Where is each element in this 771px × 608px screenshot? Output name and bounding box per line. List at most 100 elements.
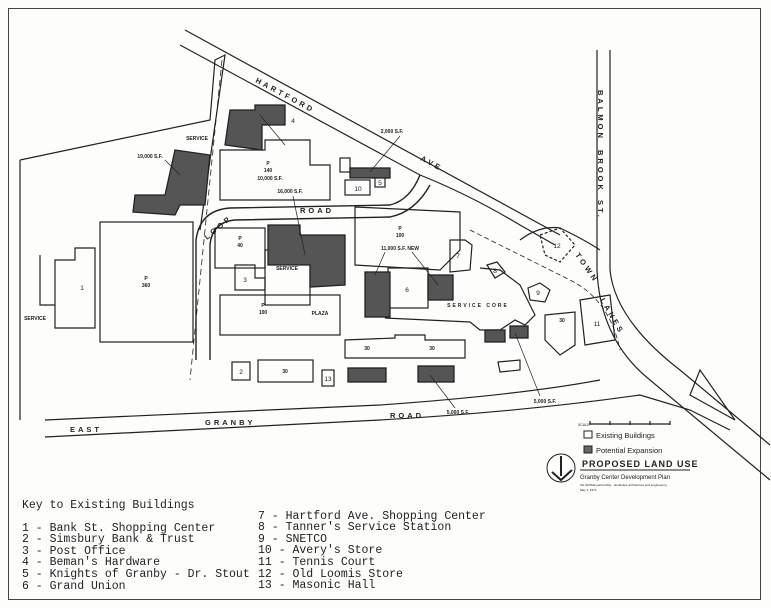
expansion-area: 19,000 S.F. <box>137 154 163 160</box>
building-number: 1 <box>80 285 84 292</box>
building-number: 5 <box>378 180 382 187</box>
expansion-area: 16,000 S.F. <box>277 189 303 195</box>
parking-count: 140 <box>264 168 273 174</box>
key-item: 2 - Simsbury Bank & Trust <box>22 533 195 547</box>
building-number: 4 <box>291 118 295 125</box>
lot-30: 30 <box>559 318 565 324</box>
key-item: 6 - Grand Union <box>22 579 126 593</box>
scale-bar <box>589 421 671 425</box>
building-number: 7 <box>456 253 460 260</box>
expansion-11000-a <box>364 271 391 318</box>
building-number: 2 <box>239 369 243 376</box>
area-label-service: SERVICE <box>186 136 209 142</box>
key-title: Key to Existing Buildings <box>22 499 195 512</box>
key-item: 10 - Avery's Store <box>258 544 383 558</box>
key-item: 4 - Beman's Hardware <box>22 556 161 570</box>
parking-lot-100a <box>219 294 341 336</box>
expansion-area: 2,000 S.F. <box>381 129 404 135</box>
street-label-road: ROAD <box>390 411 424 420</box>
legend-date: May 1, 1971 <box>580 488 597 492</box>
expansion-area: 11,000 S.F. NEW <box>381 246 419 252</box>
parking-count: 100 <box>396 233 405 239</box>
street-label-st: ST. <box>596 200 605 220</box>
potential-expansion-swatch <box>583 445 593 454</box>
building-number: 3 <box>243 277 247 284</box>
building-number: 10 <box>354 186 362 193</box>
building-number: 9 <box>536 290 540 297</box>
street-label-granby: GRANBY <box>205 418 256 427</box>
building-9 <box>527 282 551 303</box>
expansion-area: 10,000 S.F. <box>257 176 283 182</box>
parking-count: 40 <box>237 243 243 249</box>
key-item: 11 - Tennis Court <box>258 555 376 569</box>
town-lane <box>469 229 621 351</box>
balmon-brook-st-road <box>596 50 771 481</box>
expansion-hardware <box>224 104 286 151</box>
building-number: 12 <box>553 243 561 250</box>
street-label-lanes: LANES <box>598 297 626 337</box>
parking-lot-40 <box>214 227 266 269</box>
expansion-19000 <box>132 149 211 216</box>
street-label-balmon: BALMON <box>596 90 605 141</box>
legend-potential: Potential Expansion <box>596 446 662 455</box>
building-7 <box>449 239 473 273</box>
legend-existing: Existing Buildings <box>596 431 655 440</box>
key-column-2: 7 - Hartford Ave. Shopping Center 8 - Ta… <box>258 509 486 593</box>
building-12 <box>539 227 576 263</box>
key-item: 13 - Masonic Hall <box>258 579 376 593</box>
key-item: 1 - Bank St. Shopping Center <box>22 521 216 535</box>
building-2 <box>231 361 251 381</box>
hartford-ave-road <box>179 29 561 246</box>
building-number: 11 <box>594 321 601 328</box>
building-number: 6 <box>405 287 409 294</box>
building-13 <box>321 369 335 387</box>
building-3 <box>234 264 266 291</box>
key-item: 7 - Hartford Ave. Shopping Center <box>258 509 486 523</box>
legend-subtitle: Granby Center Development Plan <box>580 475 670 481</box>
street-label-loop: LOOP <box>203 213 234 241</box>
parking-p: P <box>238 236 242 242</box>
lot-30: 30 <box>429 346 435 352</box>
building-number: 13 <box>324 376 332 383</box>
key-item: 5 - Knights of Granby - Dr. Stout <box>22 567 250 581</box>
parking-p: P <box>144 276 148 282</box>
service-core-outline <box>384 267 536 331</box>
building-number: 8 <box>493 268 497 275</box>
parking-lot-360 <box>99 221 194 343</box>
north-arrow-icon <box>546 453 576 483</box>
building-1 <box>54 247 96 329</box>
parking-count: 360 <box>142 283 151 289</box>
street-label-loop-road: ROAD <box>300 206 334 215</box>
scale-label: SCALE <box>578 423 590 427</box>
building-row-30 <box>344 334 466 359</box>
map-frame <box>8 8 761 600</box>
potential-expansions <box>132 104 529 383</box>
expansion-16000 <box>267 224 346 288</box>
area-label-service: SERVICE <box>276 266 299 272</box>
lot-30: 30 <box>364 346 370 352</box>
key-item: 3 - Post Office <box>22 544 126 558</box>
area-label-service: SERVICE <box>24 316 47 322</box>
key-item: 9 - SNETCO <box>258 532 328 546</box>
parking-count: 100 <box>259 310 268 316</box>
key-column-1: 1 - Bank St. Shopping Center 2 - Simsbur… <box>22 521 250 593</box>
traffic-island <box>689 368 736 421</box>
lot-30: 30 <box>282 369 288 375</box>
building-key: Key to Existing Buildings 1 - Bank St. S… <box>22 499 486 592</box>
legend-credit: the GRTHE partnership · landscape archit… <box>580 483 667 487</box>
building-11 <box>579 294 616 346</box>
existing-buildings-swatch <box>583 430 593 439</box>
key-item: 12 - Old Loomis Store <box>258 567 403 581</box>
area-label-service-core: SERVICE CORE <box>447 303 509 309</box>
expansion-area: 5,000 S.F. <box>534 399 557 405</box>
building-8 <box>486 261 506 279</box>
building-10 <box>344 179 371 196</box>
street-label-east: EAST <box>70 425 102 434</box>
expansion-11000-b <box>427 274 454 301</box>
street-label-ave: AVE <box>419 154 444 173</box>
area-label-plaza: PLAZA <box>312 311 329 317</box>
loop-road <box>195 174 431 360</box>
street-label-brook: BROOK <box>596 150 605 193</box>
